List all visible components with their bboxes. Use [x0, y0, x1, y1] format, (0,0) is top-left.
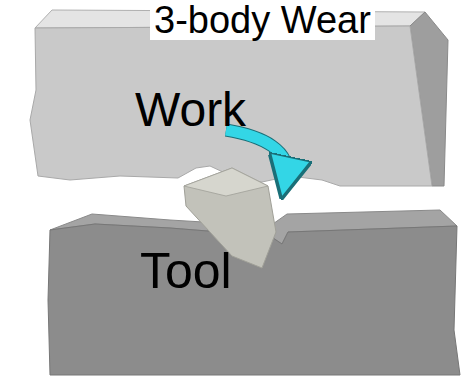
motion-arrow: [226, 130, 287, 178]
diagram-title: 3-body Wear: [150, 0, 375, 40]
work-front-face: [30, 26, 432, 186]
tool-piece: Tool: [50, 232, 450, 372]
work-piece: Work: [35, 26, 435, 176]
wear-particle-face: [184, 168, 268, 196]
motion-arrow-outline: [226, 130, 287, 178]
part-label: Work: [135, 84, 246, 137]
part-label: Tool: [140, 244, 232, 299]
